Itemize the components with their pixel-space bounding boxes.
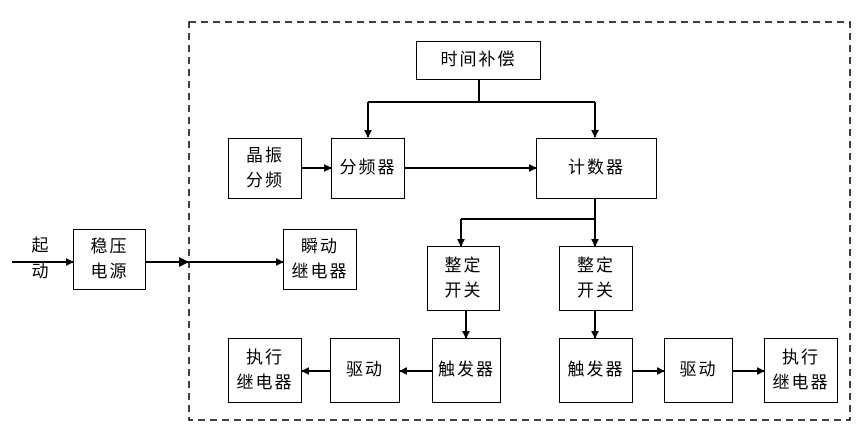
exec-relay-left-line1: 执行 — [246, 347, 284, 368]
setting-switch-right-line2: 开关 — [577, 280, 615, 301]
trigger-right-block: 触发器 — [559, 338, 633, 403]
driver-right-block: 驱动 — [664, 338, 733, 403]
regulated-power-line1: 稳压 — [90, 236, 129, 257]
frequency-divider-block: 分频器 — [331, 138, 405, 199]
instant-relay-line2: 继电器 — [291, 261, 349, 282]
setting-switch-right-block: 整定 开关 — [559, 246, 633, 311]
exec-relay-left-block: 执行 继电器 — [228, 338, 302, 403]
driver-left-label: 驱动 — [346, 360, 384, 380]
dashed-boundary — [188, 21, 851, 421]
trigger-right-label: 触发器 — [567, 360, 625, 380]
driver-left-block: 驱动 — [330, 338, 400, 403]
crystal-divider-line1: 晶振 — [246, 145, 284, 166]
setting-switch-right-line1: 整定 — [577, 255, 615, 276]
instant-relay-line1: 瞬动 — [301, 236, 339, 257]
regulated-power-supply-block: 稳压 电源 — [73, 229, 146, 290]
regulated-power-line2: 电源 — [90, 261, 129, 282]
exec-relay-left-line2: 继电器 — [236, 372, 294, 393]
time-compensation-block: 时间补偿 — [416, 41, 541, 80]
start-label-line1: 起 — [31, 236, 49, 256]
exec-relay-right-line2: 继电器 — [772, 372, 830, 393]
driver-right-label: 驱动 — [679, 360, 718, 380]
trigger-left-label: 触发器 — [438, 360, 495, 380]
frequency-divider-label: 分频器 — [339, 158, 397, 178]
setting-switch-left-line1: 整定 — [444, 255, 483, 276]
trigger-left-block: 触发器 — [432, 338, 501, 403]
counter-block: 计数器 — [536, 138, 657, 199]
exec-relay-right-block: 执行 继电器 — [764, 338, 838, 403]
instant-relay-block: 瞬动 继电器 — [283, 229, 357, 290]
setting-switch-left-block: 整定 开关 — [427, 246, 500, 311]
exec-relay-right-line1: 执行 — [782, 347, 820, 368]
start-input-label: 起 动 — [28, 233, 52, 285]
start-label-line2: 动 — [31, 262, 49, 282]
crystal-divider-line2: 分频 — [246, 170, 284, 191]
crystal-divider-block: 晶振 分频 — [228, 138, 302, 199]
counter-label: 计数器 — [568, 158, 625, 178]
time-compensation-label: 时间补偿 — [440, 50, 517, 70]
setting-switch-left-line2: 开关 — [444, 280, 483, 301]
